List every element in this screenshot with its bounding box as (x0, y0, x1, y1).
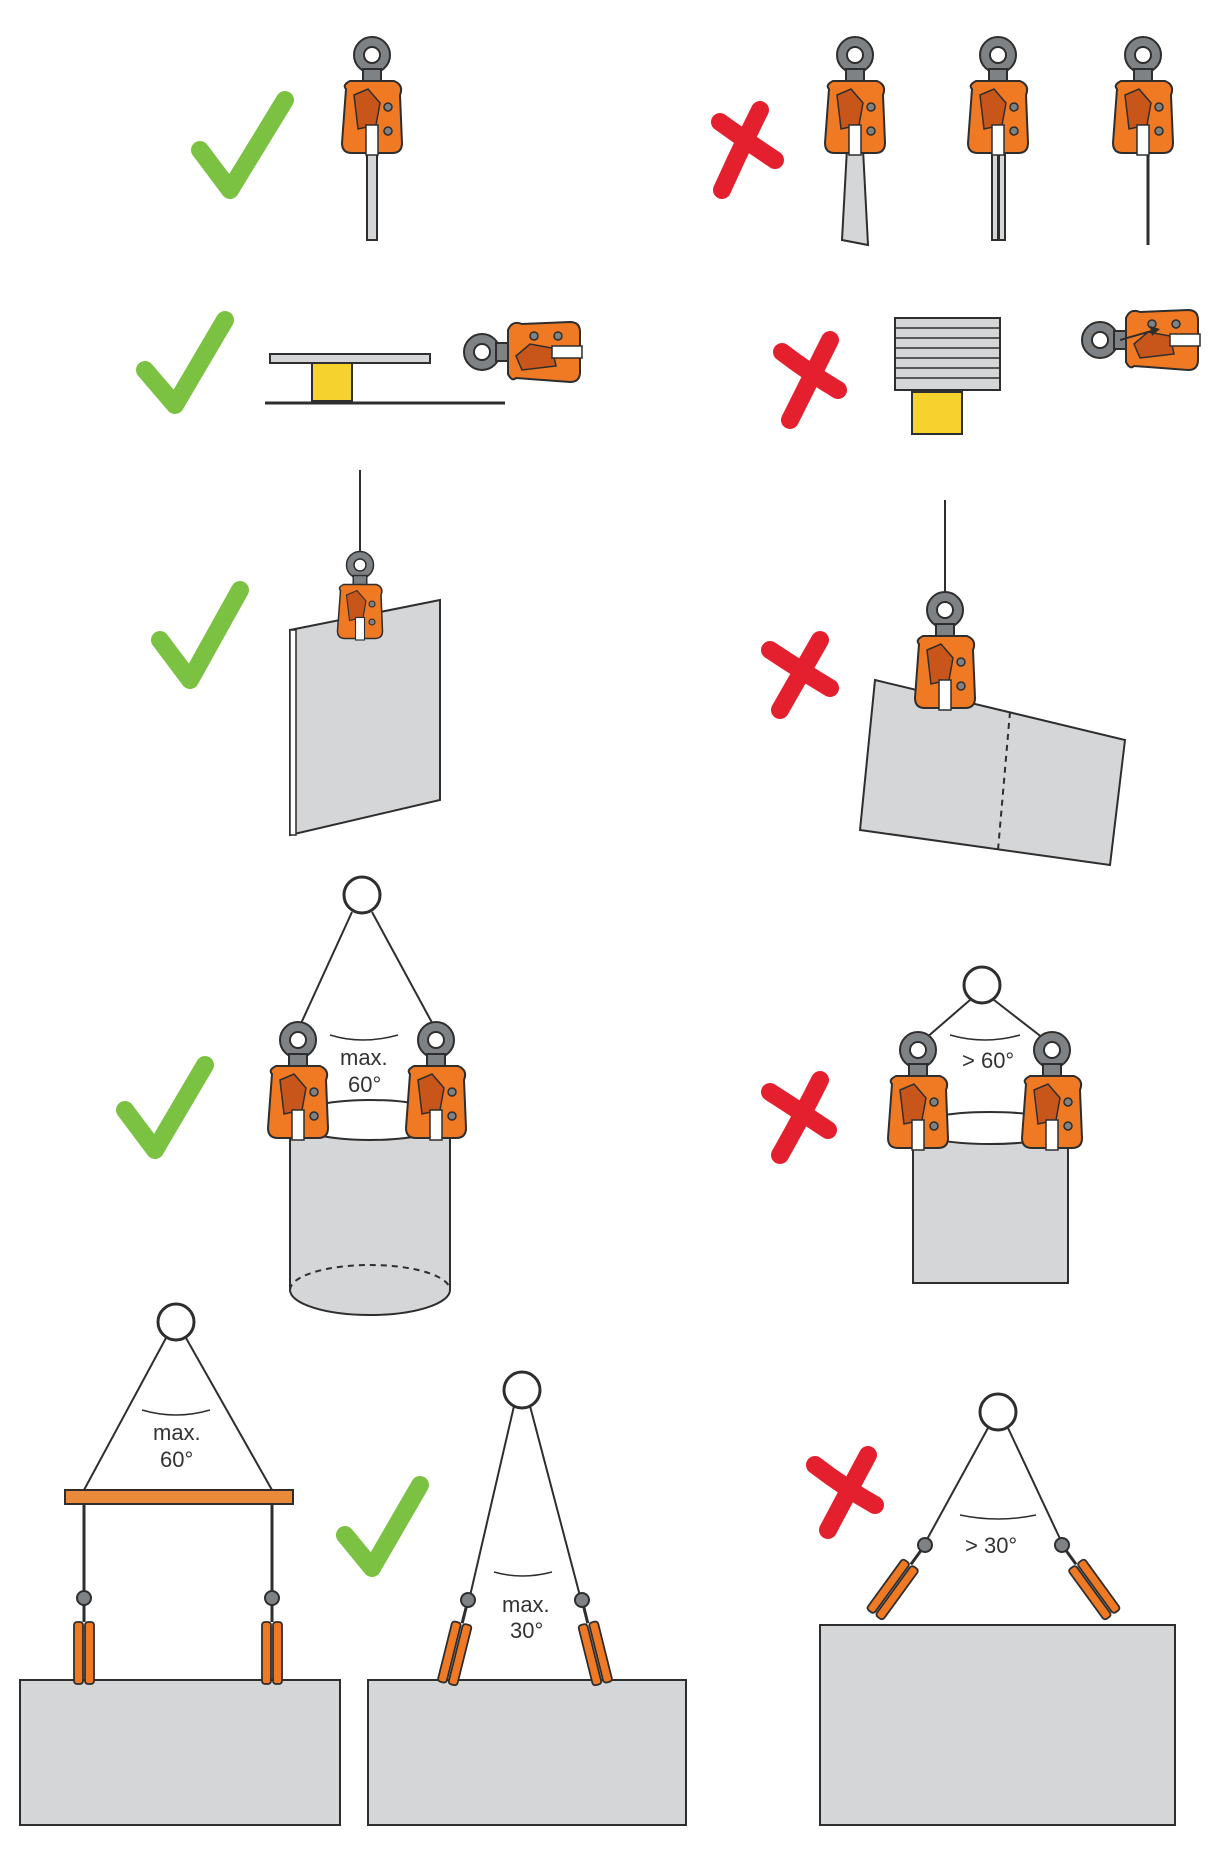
angle-arc (493, 1571, 553, 1577)
plate-edge (289, 629, 297, 836)
vertical-clamp (267, 1021, 329, 1141)
sling-left (83, 1337, 167, 1491)
row-3-correct (151, 470, 441, 837)
slim-clamp (72, 1589, 96, 1686)
angle-max-label: max. (340, 1045, 388, 1070)
row-4-correct: max. 60° (116, 875, 467, 1316)
row-2-correct (136, 311, 583, 414)
angle-value-label: 30° (510, 1618, 543, 1643)
pull-arrow-head (1150, 326, 1160, 336)
angle-arc (329, 1034, 399, 1041)
plate-horizontal (269, 353, 431, 364)
check-mark-icon (336, 1476, 429, 1577)
load-block (19, 1679, 341, 1826)
cross-mark-icon (806, 1446, 884, 1539)
cross-mark-icon (773, 331, 847, 429)
sling-left (924, 1427, 989, 1544)
row-5-wrong: > 30° (806, 1392, 1176, 1826)
cross-mark-icon (761, 1071, 837, 1164)
vertical-clamp (405, 1021, 467, 1141)
sling-right (529, 1405, 581, 1597)
load-block (367, 1679, 687, 1826)
slim-clamp (435, 1589, 481, 1688)
angle-label: > 30° (965, 1533, 1017, 1558)
vertical-clamp (1081, 309, 1201, 371)
spreader-beam (64, 1489, 294, 1505)
slim-clamp (864, 1531, 939, 1622)
check-mark-icon (136, 311, 234, 414)
sling-right (371, 911, 437, 1031)
angle-value-label: 60° (160, 1447, 193, 1472)
slim-clamp (1048, 1531, 1123, 1622)
sling-right (1007, 1427, 1063, 1544)
vertical-clamp (1112, 36, 1174, 156)
check-mark-icon (191, 91, 294, 199)
support-block (911, 391, 963, 435)
master-link (502, 1370, 542, 1410)
vertical-clamp (336, 550, 384, 641)
sling-left (297, 911, 353, 1031)
vertical-clamp (914, 591, 976, 711)
vertical-clamp (887, 1031, 949, 1151)
sling-right (185, 1337, 273, 1491)
angle-arc (949, 1034, 1021, 1041)
vertical-clamp (824, 36, 886, 156)
row-5-pair-correct: max. 30° (336, 1370, 687, 1826)
cross-mark-icon (761, 631, 839, 719)
row-1-wrong (711, 36, 1174, 247)
master-link (962, 965, 1002, 1005)
plate-stack (894, 317, 1001, 391)
row-2-wrong (773, 309, 1201, 435)
angle-arc (959, 1514, 1037, 1520)
angle-max-label: max. (153, 1420, 201, 1445)
row-3-wrong (761, 500, 1127, 867)
master-link (342, 875, 382, 915)
vertical-clamp (967, 36, 1029, 156)
balance-line (997, 711, 1011, 851)
slim-clamp (569, 1589, 615, 1688)
row-4-wrong: > 60° (761, 965, 1083, 1284)
plate-tilted (858, 678, 1127, 867)
angle-value-label: 60° (348, 1072, 381, 1097)
master-link (156, 1302, 196, 1342)
drum-hidden-edge (289, 1264, 451, 1291)
vertical-clamp (1021, 1031, 1083, 1151)
row-1-correct (191, 36, 403, 241)
row-5-beam-correct: max. 60° (19, 1302, 341, 1826)
vertical-clamp (341, 36, 403, 156)
pull-arrow (1119, 329, 1156, 341)
support-block (311, 362, 353, 402)
load-block (819, 1624, 1176, 1826)
master-link (978, 1392, 1018, 1432)
cross-mark-icon (711, 101, 784, 199)
check-mark-icon (151, 581, 249, 689)
angle-arc (141, 1409, 211, 1416)
slim-clamp (260, 1589, 284, 1686)
angle-max-label: max. (502, 1592, 550, 1617)
check-mark-icon (116, 1056, 214, 1159)
angle-label: > 60° (962, 1048, 1014, 1073)
sling-left (469, 1405, 515, 1597)
vertical-clamp (463, 321, 583, 383)
